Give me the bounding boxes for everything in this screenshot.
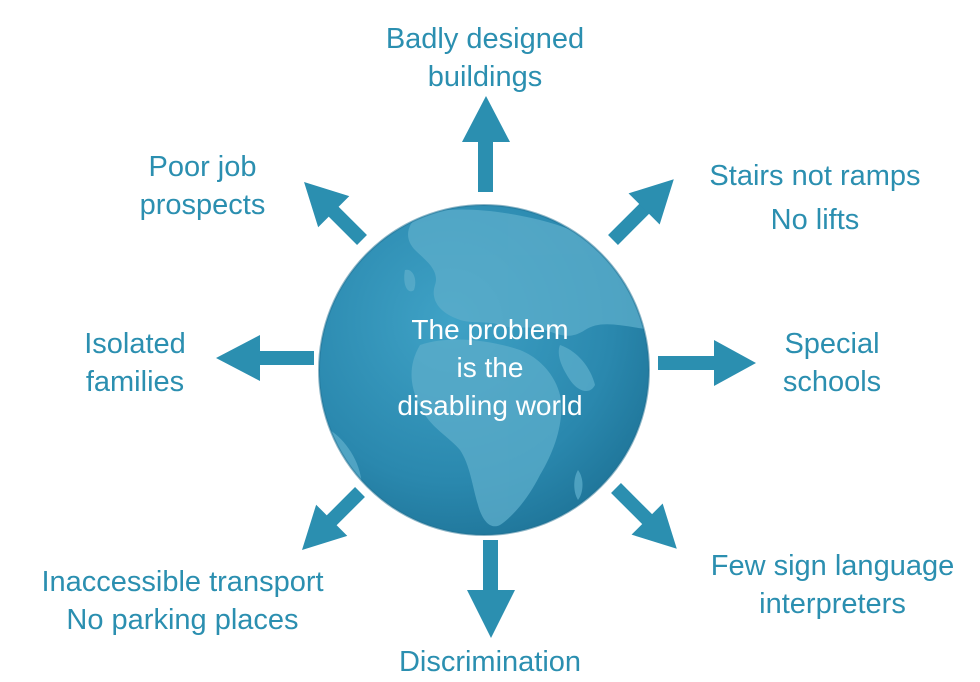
center-line-2: is the (456, 352, 524, 383)
arrow-down (467, 540, 515, 638)
label-top-line-1: Badly designed (385, 23, 585, 55)
label-bottom-right-line-1: Few sign language (710, 550, 955, 582)
label-top-left: Poor job prospects (115, 148, 290, 224)
label-top: Badly designed buildings (335, 20, 635, 96)
arrows (216, 96, 756, 638)
arrow-up (462, 96, 510, 192)
label-bottom: Discrimination (360, 643, 620, 681)
label-top-left-line-1: Poor job (148, 151, 257, 183)
label-top-line-2: buildings (427, 61, 543, 93)
label-left-line-1: Isolated (84, 328, 186, 360)
arrow-right (658, 340, 756, 386)
arrow-down-right (611, 483, 677, 549)
arrow-left (216, 335, 314, 381)
globe (318, 204, 650, 536)
label-bottom-line-1: Discrimination (398, 646, 582, 678)
label-top-right-line-2: No lifts (770, 204, 860, 236)
center-line-1: The problem (411, 314, 569, 345)
label-right-line-2: schools (782, 366, 882, 398)
label-right-line-1: Special (784, 328, 880, 360)
label-bottom-right-line-2: interpreters (759, 588, 906, 620)
label-bottom-left-line-1: Inaccessible transport (41, 566, 324, 598)
label-top-right: Stairs not ramps No lifts (680, 157, 950, 239)
center-statement: The problem is the disabling world (345, 311, 635, 425)
label-bottom-left-line-2: No parking places (66, 604, 299, 636)
label-right: Special schools (762, 325, 902, 401)
arrow-up-right (608, 179, 674, 245)
arrow-up-left (304, 182, 367, 245)
label-left: Isolated families (60, 325, 210, 401)
label-top-left-line-2: prospects (139, 189, 266, 221)
arrow-down-left (302, 487, 365, 550)
center-line-3: disabling world (397, 390, 583, 421)
label-bottom-left: Inaccessible transport No parking places (5, 563, 360, 639)
label-top-right-line-1: Stairs not ramps (709, 160, 921, 192)
label-left-line-2: families (85, 366, 185, 398)
label-bottom-right: Few sign language interpreters (690, 547, 975, 623)
